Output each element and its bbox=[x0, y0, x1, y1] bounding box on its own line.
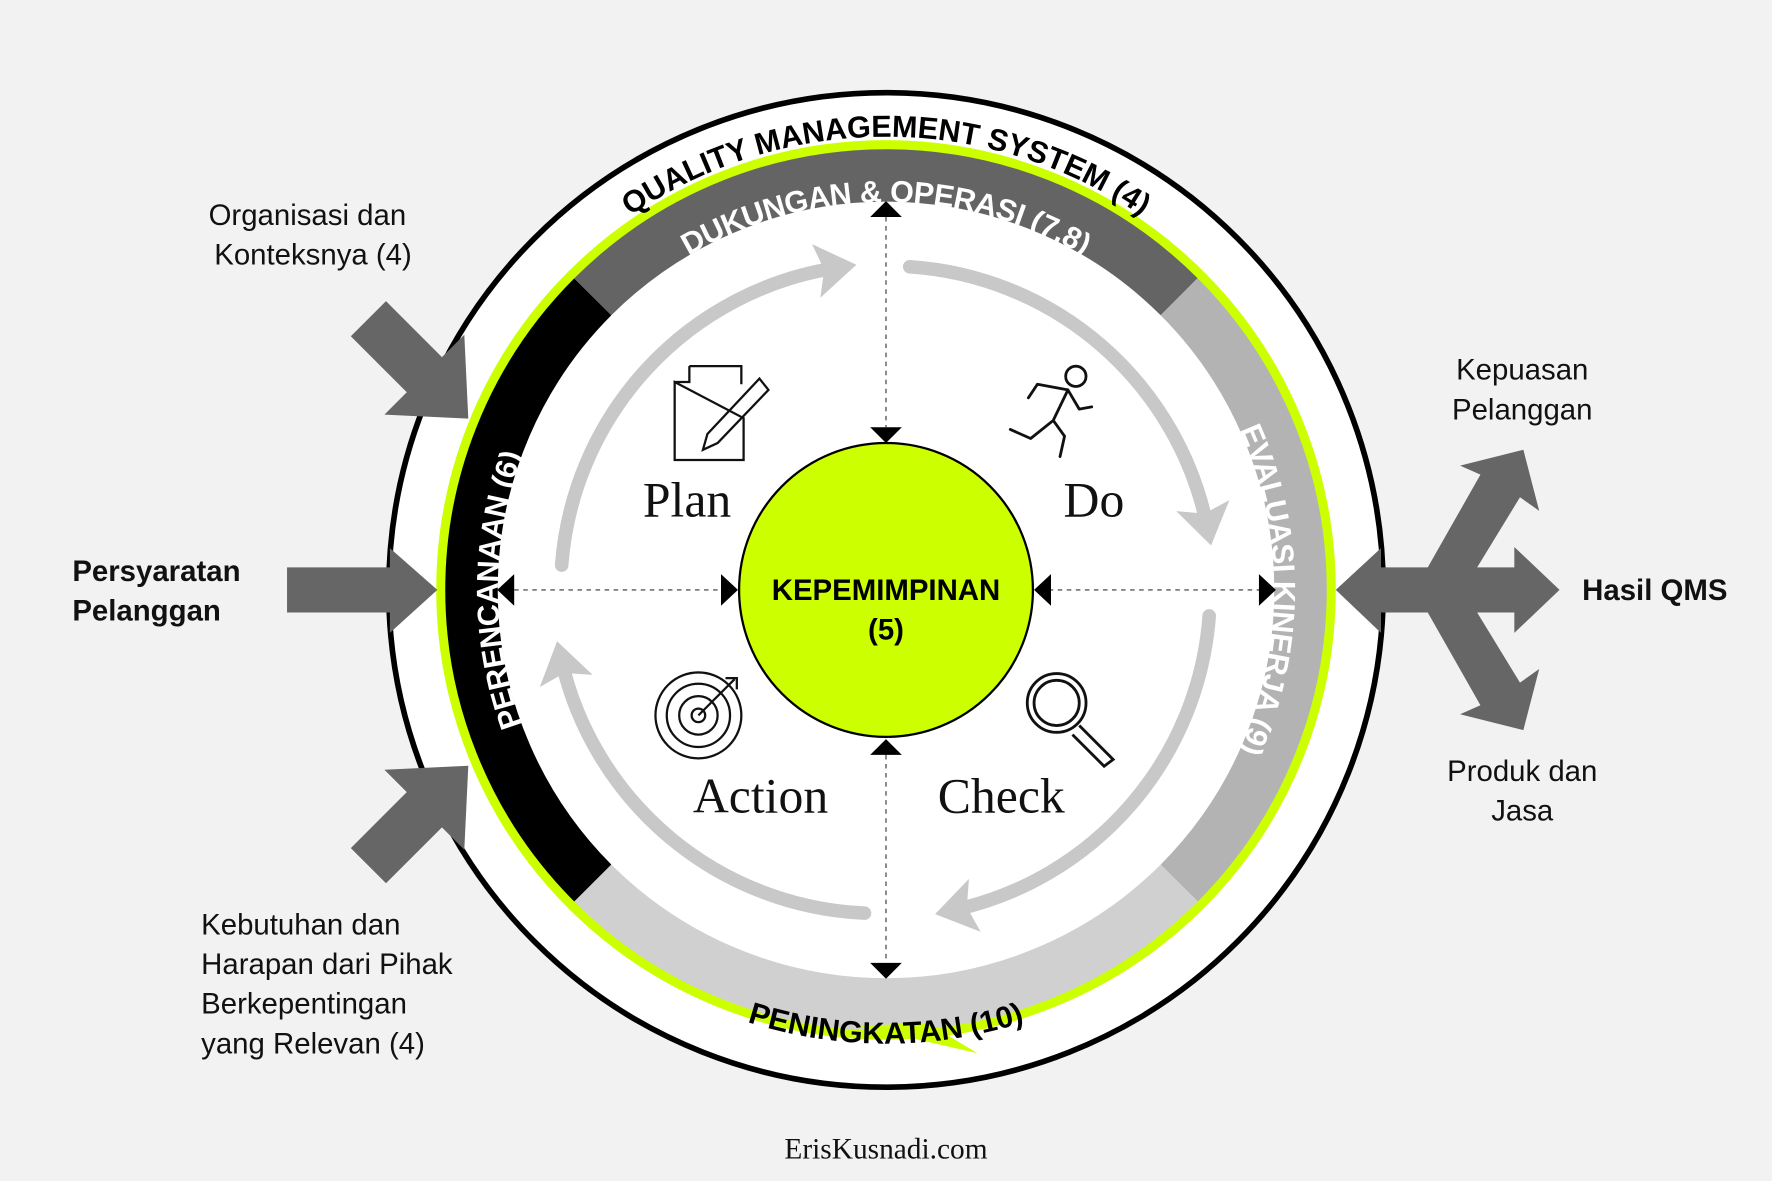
green-ring-arrow-icon bbox=[858, 1022, 978, 1054]
pdca-check: Check bbox=[938, 769, 1065, 824]
arrow-interested-parties-icon bbox=[350, 765, 469, 884]
document-pencil-icon bbox=[673, 365, 770, 462]
output-arrows bbox=[1335, 449, 1560, 731]
dashed-axes bbox=[514, 217, 1261, 963]
pdca-action: Action bbox=[693, 769, 828, 824]
arrow-check-to-action-icon bbox=[935, 609, 1216, 932]
leadership-label: KEPEMIMPINAN bbox=[772, 574, 1001, 607]
qms-result-label: Hasil QMS bbox=[1582, 574, 1727, 607]
arrow-customer-satisfaction-icon bbox=[1423, 449, 1540, 599]
band-improvement bbox=[573, 864, 1199, 1033]
band-evaluation bbox=[1160, 276, 1329, 903]
pdca-cycle-arrows bbox=[539, 244, 1230, 932]
target-icon bbox=[654, 671, 743, 760]
arrow-do-to-check-icon bbox=[902, 259, 1230, 546]
footer-credit: ErisKusnadi.com bbox=[784, 1133, 987, 1165]
arrow-products-services-icon bbox=[1423, 580, 1540, 731]
process-band bbox=[443, 147, 1329, 1033]
pdca-plan: Plan bbox=[643, 472, 732, 527]
band-planning bbox=[443, 276, 612, 903]
input-arrows bbox=[287, 301, 469, 884]
running-person-icon bbox=[1008, 364, 1094, 458]
arrow-plan-to-do-icon bbox=[554, 244, 857, 572]
band-support bbox=[573, 147, 1199, 316]
axis-arrowheads bbox=[497, 201, 1276, 979]
magnifier-icon bbox=[1025, 672, 1116, 769]
arrow-action-to-plan-icon bbox=[539, 641, 872, 920]
leadership-circle bbox=[737, 441, 1035, 738]
arrow-customer-requirements-icon bbox=[287, 548, 438, 633]
leadership-clause: (5) bbox=[868, 614, 904, 647]
pdca-do: Do bbox=[1064, 472, 1125, 527]
arrow-org-context-icon bbox=[350, 301, 469, 419]
green-ring bbox=[436, 140, 1336, 1040]
